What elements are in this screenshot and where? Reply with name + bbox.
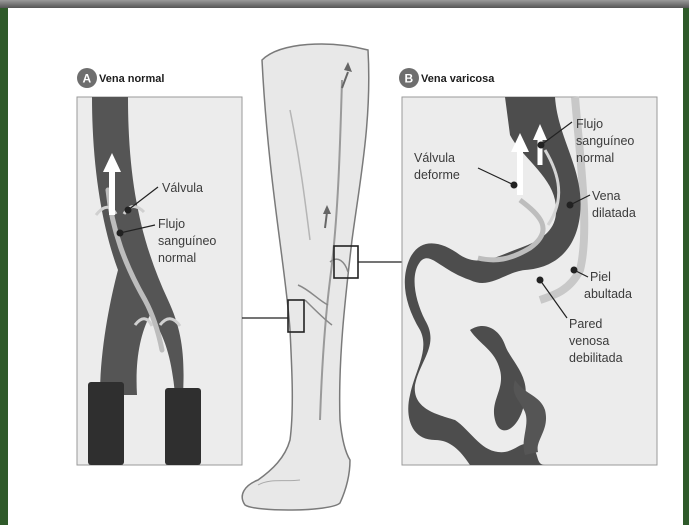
stocking-left	[88, 382, 124, 465]
label-flow-a-3: normal	[158, 251, 196, 265]
label-skin-1: Piel	[590, 270, 611, 284]
leg-outline	[242, 44, 369, 510]
label-flow-b-1: Flujo	[576, 117, 603, 131]
stocking-right	[165, 388, 201, 465]
panel-a-title: Vena normal	[99, 73, 164, 85]
label-flow-a-2: sanguíneo	[158, 234, 216, 248]
label-wall-2: venosa	[569, 334, 609, 348]
label-flow-b-3: normal	[576, 151, 614, 165]
panel-b-title: Vena varicosa	[421, 73, 495, 85]
label-dilated-1: Vena	[592, 189, 621, 203]
badge-a-letter: A	[83, 72, 92, 86]
leg-illustration	[242, 44, 369, 510]
label-wall-3: debilitada	[569, 351, 623, 365]
label-valve-b-2: deforme	[414, 168, 460, 182]
label-flow-a-1: Flujo	[158, 217, 185, 231]
panel-a: Válvula Flujo sanguíneo normal A Vena no…	[77, 68, 242, 465]
label-dilated-2: dilatada	[592, 206, 636, 220]
badge-b-letter: B	[405, 72, 414, 86]
label-skin-2: abultada	[584, 287, 632, 301]
panel-b: Flujo sanguíneo normal Válvula deforme V…	[399, 68, 657, 465]
label-valve-a: Válvula	[162, 181, 203, 195]
label-flow-b-2: sanguíneo	[576, 134, 634, 148]
label-wall-1: Pared	[569, 317, 602, 331]
label-valve-b-1: Válvula	[414, 151, 455, 165]
